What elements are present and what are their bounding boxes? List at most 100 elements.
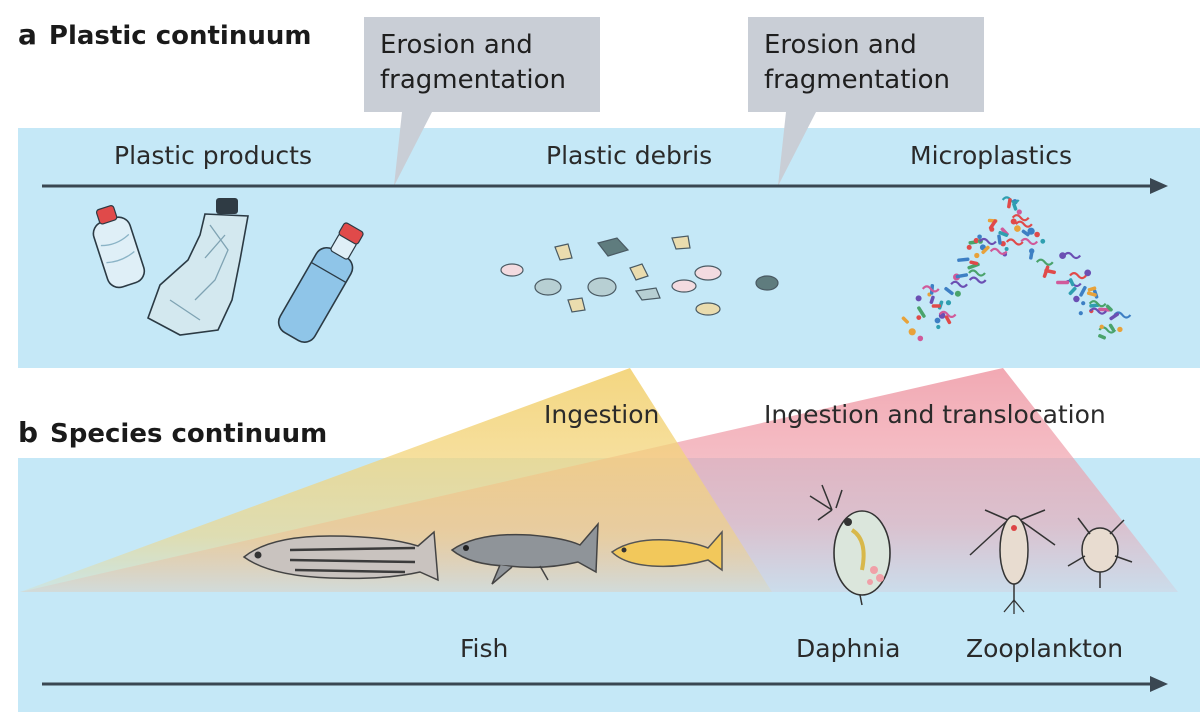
panel-a-title: Plastic continuum [48, 21, 312, 51]
microplastic-particle [1020, 237, 1039, 246]
microplastic-particle [916, 315, 922, 320]
microplastic-particle [981, 245, 990, 255]
plastic-continuum-arrow [42, 178, 1168, 194]
microplastic-particle [1027, 227, 1035, 235]
microplastic-particle [988, 219, 998, 230]
microplastic-particle [1068, 286, 1077, 296]
microplastic-particle [1005, 238, 1024, 246]
microplastic-particle [1063, 251, 1082, 260]
microplastic-particle [1007, 198, 1012, 209]
microplastic-particle [1089, 307, 1107, 315]
microplastics-cluster [901, 196, 1132, 342]
microplastic-particle [917, 306, 926, 318]
microplastic-particle [968, 269, 986, 277]
microplastic-particle [1105, 304, 1113, 312]
microplastic-particle [1016, 209, 1022, 215]
microplastic-particle [989, 247, 1008, 255]
microplastic-particle [1078, 311, 1083, 316]
microplastic-particle [973, 237, 979, 244]
group-label-daphnia: Daphnia [796, 634, 901, 663]
microplastic-particle [1086, 291, 1097, 297]
microplastic-particle [1011, 214, 1030, 222]
process-label-ingestion: Ingestion [544, 400, 660, 429]
group-label-zooplankton: Zooplankton [966, 634, 1124, 663]
microplastic-particle [1081, 301, 1086, 306]
panel-b-title: Species continuum [50, 419, 328, 449]
microplastic-particle [1035, 258, 1054, 266]
stage-label-microplastics: Microplastics [910, 141, 1072, 170]
microplastic-particle [1056, 280, 1069, 285]
microplastic-particle [1117, 326, 1123, 333]
species-continuum-arrow [42, 676, 1168, 692]
daphnia-icon [809, 484, 891, 606]
callout-erosion-2 [748, 17, 984, 186]
plastic-debris-fragments [500, 235, 779, 316]
microplastic-particle [944, 286, 954, 296]
microplastic-particle [1015, 220, 1033, 228]
copepod-icon [969, 509, 1056, 614]
microplastic-particle [1014, 225, 1021, 232]
gray-fish-icon [450, 521, 599, 585]
microplastic-particle [974, 252, 980, 259]
microplastic-particle [901, 316, 909, 324]
microplastic-particle [1000, 241, 1006, 247]
microplastic-particle [1109, 312, 1120, 321]
microplastic-particle [1098, 334, 1106, 340]
microplastic-particle [945, 300, 952, 306]
microplastic-particle [936, 324, 941, 330]
microplastic-particle [997, 234, 1002, 245]
microplastic-particle [1108, 323, 1115, 332]
stage-label-plastic-products: Plastic products [114, 141, 312, 170]
yellow-fish-icon [610, 530, 723, 572]
microplastic-particle [955, 273, 969, 279]
microplastic-particle [1068, 278, 1075, 287]
panel-b-heading: b Species continuum [18, 416, 327, 449]
panel-b-letter: b [18, 416, 39, 449]
ingestion-wedge [20, 368, 772, 592]
microplastic-particle [954, 290, 961, 297]
stage-label-plastic-debris: Plastic debris [546, 141, 713, 170]
microplastic-particle [917, 335, 924, 342]
microplastic-particle [1087, 286, 1097, 292]
microplastic-particle [1010, 218, 1017, 225]
microplastic-particle [908, 328, 916, 336]
microplastic-particle [957, 257, 970, 262]
microplastic-particle [1004, 247, 1009, 251]
microplastic-particle [1021, 229, 1030, 237]
microplastic-particle [944, 315, 952, 325]
microplastic-particle [1040, 238, 1046, 244]
microplastic-particle [966, 244, 972, 250]
microplastic-particle [921, 285, 940, 293]
microplastic-particle [1079, 285, 1087, 297]
microplastic-particle [1012, 202, 1018, 211]
microplastic-particle [1084, 269, 1092, 277]
microplastic-particle [1029, 248, 1035, 254]
microplastic-particle [979, 237, 997, 246]
plastic-bottle-crushed-icon [147, 198, 249, 336]
process-label-ingestion-translocation: Ingestion and translocation [764, 400, 1106, 429]
callout-erosion-1-text: Erosion and fragmentation [380, 30, 567, 95]
microplastic-particle [1099, 324, 1104, 329]
microplastic-particle [998, 230, 1009, 237]
panel-a-heading: a Plastic continuum [18, 18, 311, 51]
microplastic-particle [929, 295, 935, 304]
microplastic-particle [915, 295, 922, 302]
microplastic-particle [950, 280, 968, 288]
microplastic-particle [1069, 272, 1087, 280]
group-label-fish: Fish [460, 634, 509, 663]
callout-erosion-2-text: Erosion and fragmentation [764, 30, 951, 95]
callout-erosion-1 [364, 17, 600, 186]
plastic-bottle-small-icon [92, 205, 146, 289]
microplastic-particle [938, 310, 957, 318]
nauplius-icon [1067, 517, 1133, 588]
plastic-bottle-blue-icon [277, 222, 364, 343]
microplastic-particle [1034, 231, 1040, 238]
panel-a-letter: a [18, 18, 37, 51]
microplastic-particle [977, 234, 982, 240]
microplastic-particle [969, 260, 979, 266]
microplastic-particle [1044, 268, 1056, 275]
zebrafish-icon [242, 530, 439, 582]
microplastic-particle [1073, 295, 1080, 303]
microplastic-particle [968, 276, 987, 284]
